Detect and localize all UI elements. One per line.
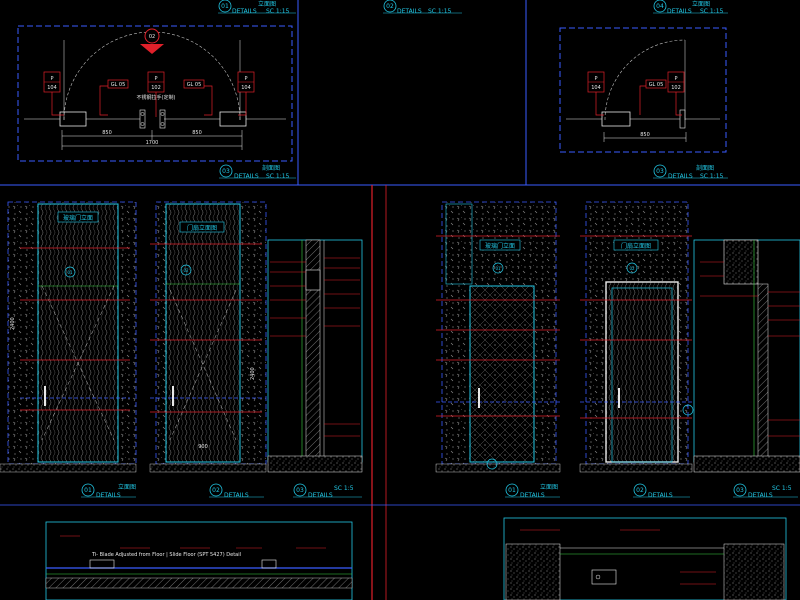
elevation-door-leaf-2[interactable]: 门扇立面图 02	[579, 201, 694, 473]
svg-text:DETAILS: DETAILS	[748, 492, 773, 499]
bottom-detail-left[interactable]: Ti- Blade Adjusted from Floor | Slide Fl…	[45, 521, 353, 600]
elevation-title: 玻璃门立面	[485, 242, 515, 250]
tag-text: GL 05	[111, 82, 126, 88]
callout-01-top[interactable]: 01 DETAILS 立面图 SC 1:15	[218, 0, 296, 15]
tag-text: 104	[47, 85, 57, 91]
svg-text:SC 1:15: SC 1:15	[700, 8, 724, 15]
svg-text:01: 01	[84, 487, 92, 494]
svg-text:104: 104	[591, 85, 601, 91]
svg-text:DETAILS: DETAILS	[308, 492, 333, 499]
plan-tag-p104-left: P 104	[43, 71, 61, 93]
elevation-title: 门扇立面图	[621, 242, 651, 250]
svg-text:2400: 2400	[250, 367, 256, 380]
svg-text:DETAILS: DETAILS	[668, 173, 693, 180]
elevation-door-leaf-1[interactable]: 门扇立面图 02 900 2400	[149, 201, 267, 473]
handle-note: 不锈钢拉手(定制)	[137, 94, 176, 101]
svg-text:03: 03	[296, 487, 304, 494]
svg-text:850: 850	[640, 132, 650, 138]
svg-text:02: 02	[212, 487, 220, 494]
callout-03-mid-right[interactable]: 03 DETAILS SC 1:5	[733, 483, 798, 499]
svg-text:01: 01	[508, 487, 516, 494]
svg-text:900: 900	[198, 444, 208, 450]
svg-text:DETAILS: DETAILS	[232, 8, 257, 15]
svg-text:850: 850	[192, 130, 202, 136]
svg-text:02: 02	[386, 3, 394, 10]
svg-text:SC 1:5: SC 1:5	[334, 485, 354, 492]
plan2-tag-p102: P 102	[667, 71, 685, 93]
svg-text:剖面图: 剖面图	[262, 164, 280, 172]
svg-text:01: 01	[67, 270, 73, 275]
tag-text: 102	[151, 85, 161, 91]
svg-text:P: P	[594, 76, 597, 82]
svg-text:立面图: 立面图	[258, 0, 276, 8]
svg-text:DETAILS: DETAILS	[397, 8, 422, 15]
svg-text:2400: 2400	[10, 317, 16, 330]
tag-text: P	[154, 76, 157, 82]
plan2-tag-gl05: GL 05	[645, 79, 667, 89]
callout-03-left[interactable]: 03 DETAILS 剖面图 SC 1:15	[219, 164, 296, 180]
elevation-glass-door-right[interactable]: 玻璃门立面 01	[435, 201, 561, 473]
svg-text:03: 03	[222, 168, 230, 175]
section-marker-02: 02	[140, 28, 164, 54]
svg-text:SC 1:15: SC 1:15	[428, 8, 452, 15]
callout-01-mid-left[interactable]: 01 DETAILS 立面图	[81, 483, 136, 499]
elevation-title: 玻璃门立面	[63, 214, 93, 222]
callout-04-top[interactable]: 04 DETAILS 立面图 SC 1:15	[653, 0, 728, 15]
plan-tag-gl05-left: GL 05	[107, 79, 129, 89]
svg-text:DETAILS: DETAILS	[667, 8, 692, 15]
plan-tag-p104-right: P 104	[237, 71, 255, 93]
svg-text:1700: 1700	[146, 140, 159, 146]
svg-text:SC 1:5: SC 1:5	[772, 485, 792, 492]
svg-text:02: 02	[183, 268, 189, 273]
tag-text: P	[244, 76, 247, 82]
svg-text:DETAILS: DETAILS	[648, 492, 673, 499]
svg-text:102: 102	[671, 85, 681, 91]
svg-text:01: 01	[221, 3, 229, 10]
callout-02-mid-right[interactable]: 02 DETAILS	[633, 483, 690, 499]
svg-text:SC 1:15: SC 1:15	[700, 173, 724, 180]
svg-text:02: 02	[629, 266, 635, 271]
plan-view-single-door[interactable]: P 104 GL 05 P 102 850	[559, 27, 727, 153]
callout-01-mid-right[interactable]: 01 DETAILS 立面图	[505, 483, 560, 499]
plan-tag-gl05-right: GL 05	[183, 79, 205, 89]
elevation-glass-door-left[interactable]: 玻璃门立面 01 2400	[0, 201, 137, 473]
svg-text:02: 02	[636, 487, 644, 494]
svg-text:850: 850	[102, 130, 112, 136]
plan-dimensions: 850 850 1700	[61, 130, 243, 150]
section-marker-text: 02	[149, 34, 155, 40]
svg-text:03: 03	[656, 168, 664, 175]
svg-text:立面图: 立面图	[540, 483, 558, 491]
svg-text:SC 1:15: SC 1:15	[266, 173, 290, 180]
plan-tag-p102: P 102	[147, 71, 165, 93]
plan2-tag-p104: P 104	[587, 71, 605, 93]
svg-text:01: 01	[495, 266, 501, 271]
callout-03-right[interactable]: 03 DETAILS 剖面图 SC 1:15	[653, 164, 728, 180]
elevation-title: 门扇立面图	[187, 224, 217, 232]
svg-text:04: 04	[656, 3, 664, 10]
svg-text:GL 05: GL 05	[649, 82, 664, 88]
svg-text:立面图: 立面图	[118, 483, 136, 491]
bottom-detail-right[interactable]	[503, 517, 787, 600]
svg-text:DETAILS: DETAILS	[96, 492, 121, 499]
svg-text:DETAILS: DETAILS	[224, 492, 249, 499]
detail-note: Ti- Blade Adjusted from Floor | Slide Fl…	[91, 552, 241, 558]
tag-text: P	[50, 76, 53, 82]
svg-text:立面图: 立面图	[692, 0, 710, 8]
svg-text:剖面图: 剖面图	[696, 164, 714, 172]
svg-text:SC 1:15: SC 1:15	[266, 8, 290, 15]
callout-02-mid-left[interactable]: 02 DETAILS	[209, 483, 264, 499]
section-detail-left[interactable]	[267, 239, 363, 473]
svg-text:DETAILS: DETAILS	[520, 492, 545, 499]
callout-03-mid-left[interactable]: 03 DETAILS SC 1:5	[293, 483, 362, 499]
svg-text:P: P	[674, 76, 677, 82]
tag-text: 104	[241, 85, 251, 91]
plan-view-double-door[interactable]: P 104 GL 05 P 102 不锈钢拉手(定制) GL 05 P 104	[17, 25, 293, 162]
svg-text:DETAILS: DETAILS	[234, 173, 259, 180]
svg-text:03: 03	[736, 487, 744, 494]
callout-02-top[interactable]: 02 DETAILS SC 1:15	[383, 0, 462, 15]
tag-text: GL 05	[187, 82, 202, 88]
section-detail-right[interactable]	[693, 239, 800, 473]
